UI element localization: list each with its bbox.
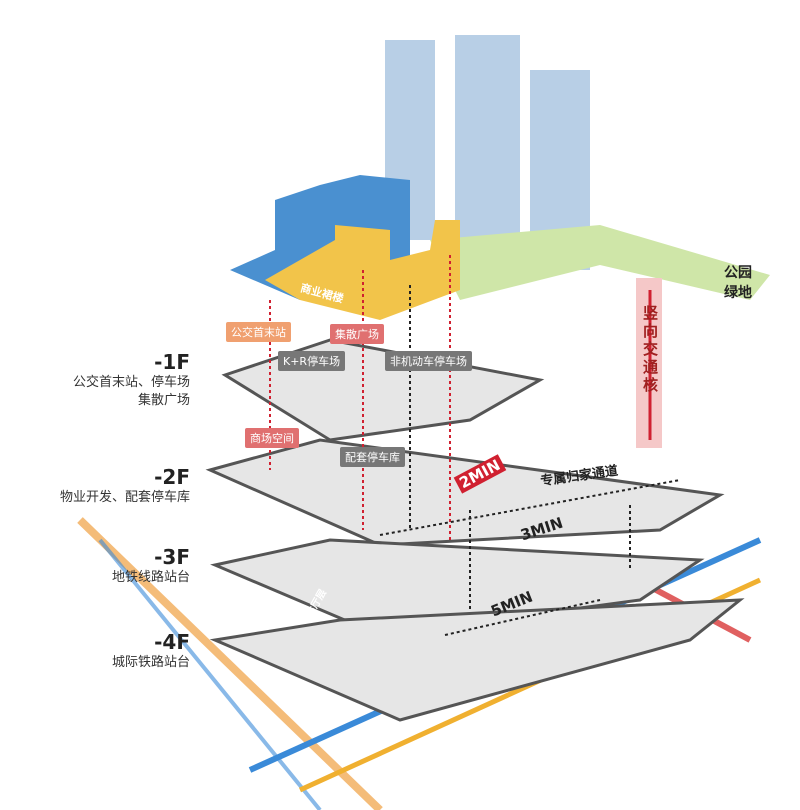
floor-code: -4F [154,630,190,654]
floor-desc: 地铁线路站台 [111,570,190,585]
floor-desc: 城际铁路站台 [111,655,190,670]
route-arrow [379,479,681,536]
floor-slab-b2 [205,438,725,547]
floor-desc: 物业开发、配套停车库 [59,490,190,505]
tag-garage: 配套停车库 [340,447,405,467]
floor-code: -3F [154,545,190,569]
tag-bus-terminal: 公交首末站 [226,322,291,342]
floor-label-b4: -4F 城际铁路站台 [112,630,190,672]
tag-plaza: 集散广场 [330,324,384,344]
route-arrow [444,599,601,636]
tower [455,35,520,265]
tag-bike-parking: 非机动车停车场 [385,351,472,371]
floor-code: -1F [154,350,190,374]
tag-kr-parking: K+R停车场 [278,351,346,371]
floor-desc: 公交首末站、停车场 [72,375,190,390]
core-label: 竖向交通核 [641,305,659,395]
park-deck [430,225,770,300]
rail-line-orange [77,517,383,810]
floor-slab-b1 [221,338,545,442]
floor-label-b2: -2F 物业开发、配套停车库 [60,465,190,507]
floor-desc: 集散广场 [137,393,190,408]
floor-label-b3: -3F 地铁线路站台 [112,545,190,587]
rail-line-blue [98,538,322,810]
park-label: 公园绿地 [724,265,752,301]
tag-mall: 商场空间 [245,428,299,448]
floor-label-b1: -1F 公交首末站、停车场 集散广场 [73,350,190,410]
floor-code: -2F [154,465,190,489]
floor-slab-b4 [209,598,745,722]
